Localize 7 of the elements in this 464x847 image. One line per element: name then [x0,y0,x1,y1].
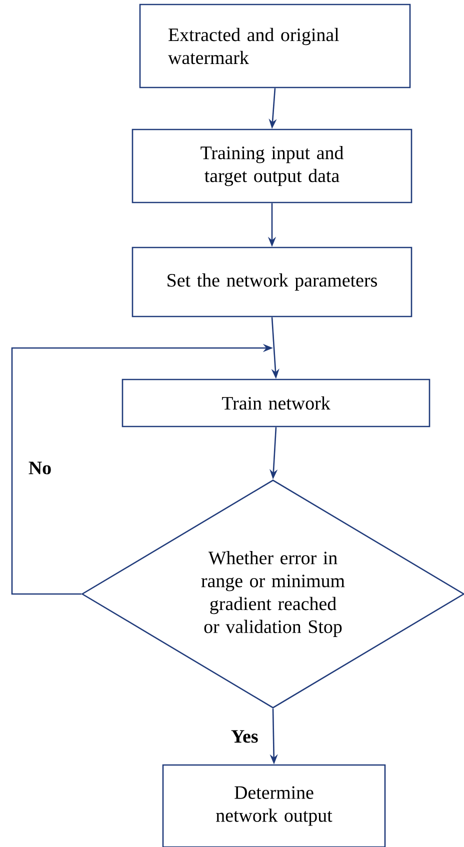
process-box: Extracted and original watermark [139,4,411,88]
edge-label: No [28,462,51,474]
edge-label: Yes [231,730,258,743]
process-box: Determine network output [162,764,386,847]
process-box: Train network [122,378,430,428]
process-box: Training input and target output data [132,128,412,204]
process-box: Set the network parameters [132,246,412,318]
